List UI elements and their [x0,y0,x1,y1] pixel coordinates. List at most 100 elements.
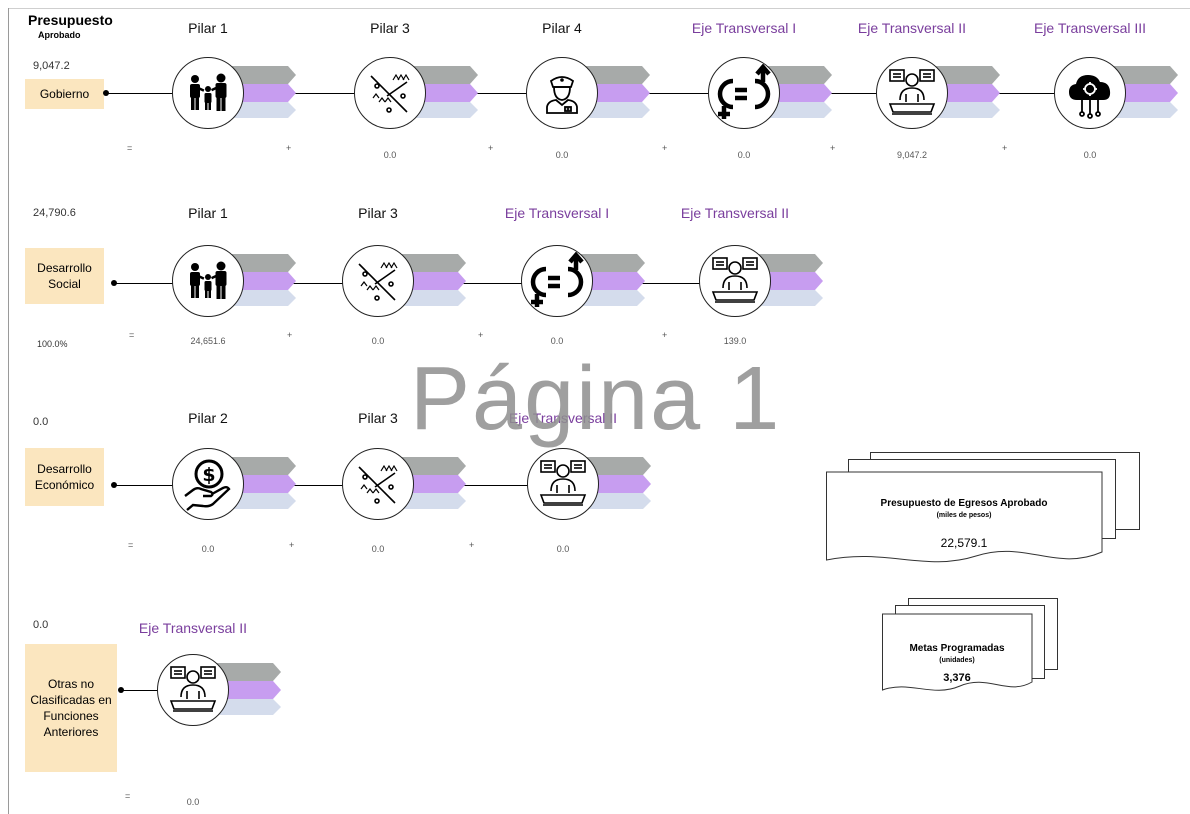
node-value: 0.0 [201,544,215,554]
header-title: Presupuesto [28,12,113,28]
node-value: 0.0 [556,544,570,554]
plus-operator: + [289,540,295,550]
program-ribbons [228,454,298,517]
frame-left-border [8,8,9,814]
function-percent: 100.0% [37,339,68,349]
pillar-node[interactable] [527,448,599,520]
goals-units: (unidades) [939,657,975,664]
function-label[interactable]: Otras no Clasificadas en Funciones Anter… [25,644,117,772]
node-label: Pilar 3 [358,205,398,221]
territory-icon [351,457,405,511]
function-label[interactable]: Gobierno [25,79,104,109]
header-subtitle: Aprobado [38,30,81,40]
pillar-node[interactable] [876,57,948,129]
card-front-sheet [882,613,1033,691]
frame-top-border [8,8,1190,9]
svg-text:$: $ [202,464,215,486]
equals-operator: = [127,143,133,153]
pillar-node[interactable] [521,245,593,317]
program-ribbons [398,454,468,517]
function-budget: 0.0 [33,619,49,631]
node-value: 0.0 [371,544,385,554]
governance-icon [707,254,763,308]
plus-operator: + [830,143,836,153]
node-label: Eje Transversal III [1033,20,1147,36]
function-label[interactable]: Desarrollo Social [25,248,104,304]
program-ribbons [755,251,825,314]
money-hand-icon: $ [179,456,237,512]
program-ribbons [228,251,298,314]
node-label: Pilar 4 [542,20,582,36]
function-budget: 9,047.2 [33,60,70,72]
node-label: Eje Transversal II [680,205,790,221]
pillar-node[interactable] [1054,57,1126,129]
page-watermark: Página 1 [410,349,782,449]
plus-operator: + [286,143,292,153]
node-label: Pilar 3 [358,410,398,426]
program-ribbons [583,454,653,517]
program-ribbons [410,63,480,126]
node-value: 9,047.2 [896,150,928,160]
function-budget: 0.0 [33,416,49,428]
node-label: Eje Transversal I [504,205,610,221]
node-value: 0.0 [383,150,397,160]
territory-icon [363,66,417,120]
program-ribbons [1110,63,1180,126]
program-ribbons [764,63,834,126]
gender-equality-icon [711,64,777,122]
node-label: Pilar 3 [370,20,410,36]
budget-summary-card: Presupuesto de Egresos Aprobado (miles d… [826,452,1156,572]
pillar-node[interactable] [172,245,244,317]
program-ribbons [228,63,298,126]
connector-line [114,485,563,486]
plus-operator: + [1002,143,1008,153]
plus-operator: + [488,143,494,153]
node-value: 139.0 [723,336,747,346]
gender-equality-icon [524,252,590,310]
governance-icon [535,457,591,511]
police-icon [536,67,588,119]
card-front-sheet [826,471,1103,563]
plus-operator: + [478,330,484,340]
pillar-node[interactable] [157,654,229,726]
node-value: 0.0 [371,336,385,346]
goals-summary-card: Metas Programadas (unidades) 3,376 [882,598,1062,698]
goals-value: 3,376 [943,672,971,684]
equals-operator: = [125,791,131,801]
program-ribbons [213,660,283,723]
node-label: Pilar 1 [188,205,228,221]
plus-operator: + [662,330,668,340]
program-ribbons [398,251,468,314]
pillar-node[interactable]: $ [172,448,244,520]
node-label: Eje Transversal II [508,410,618,426]
node-value: 0.0 [737,150,751,160]
governance-icon [884,66,940,120]
node-value: 0.0 [1083,150,1097,160]
pillar-node[interactable] [708,57,780,129]
plus-operator: + [287,330,293,340]
territory-icon [351,254,405,308]
node-label: Pilar 2 [188,410,228,426]
budget-value: 22,579.1 [940,536,988,550]
pillar-node[interactable] [172,57,244,129]
program-ribbons [582,63,652,126]
pillar-node[interactable] [526,57,598,129]
node-value: 0.0 [186,797,200,807]
node-value: 0.0 [555,150,569,160]
pillar-node[interactable] [699,245,771,317]
pillar-node[interactable] [342,245,414,317]
node-value: 24,651.6 [190,336,226,346]
plus-operator: + [662,143,668,153]
pillar-node[interactable] [354,57,426,129]
function-label[interactable]: Desarrollo Económico [25,448,104,506]
node-label: Eje Transversal I [691,20,797,36]
node-label: Eje Transversal II [857,20,967,36]
node-label: Eje Transversal II [138,620,248,636]
pillar-node[interactable] [342,448,414,520]
equals-operator: = [128,540,134,550]
function-budget: 24,790.6 [33,207,76,219]
plus-operator: + [469,540,475,550]
program-ribbons [932,63,1002,126]
goals-title: Metas Programadas [909,643,1005,654]
family-icon [182,255,234,307]
